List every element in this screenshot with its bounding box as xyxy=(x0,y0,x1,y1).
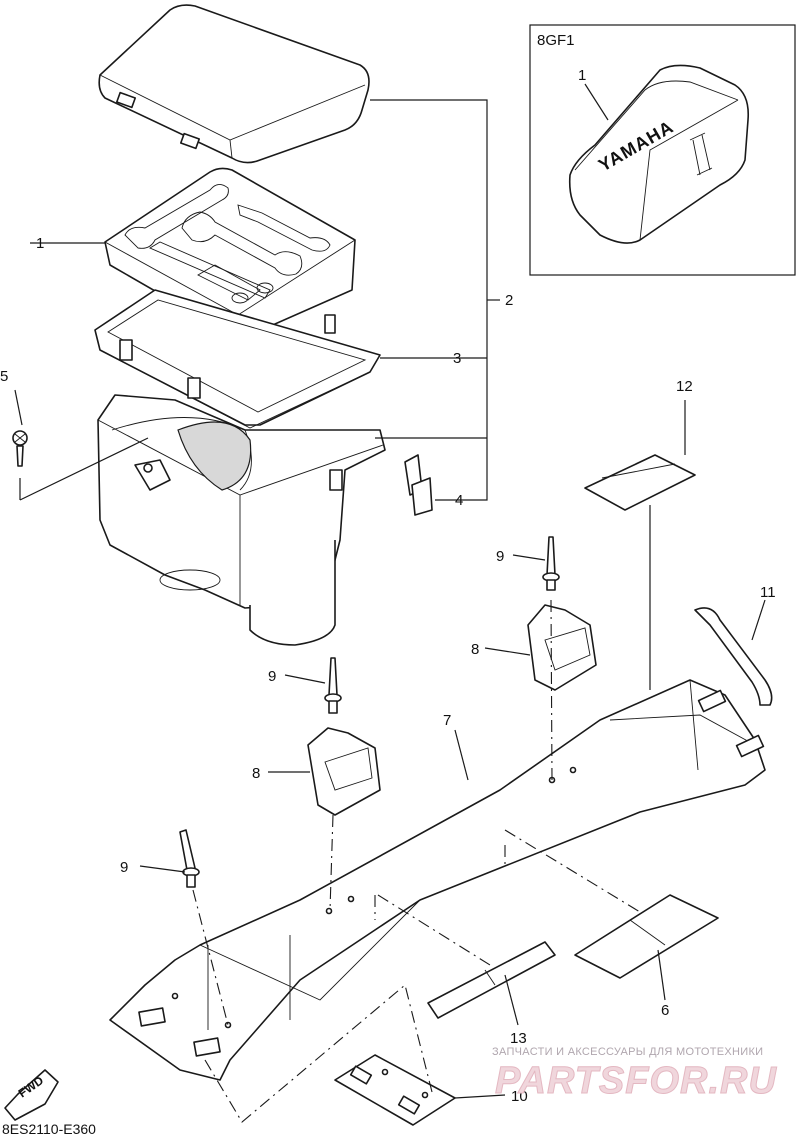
rear-plate xyxy=(109,679,766,1081)
callout-8a: 8 xyxy=(471,641,479,658)
callout-10: 10 xyxy=(511,1088,528,1105)
label-12-sticker xyxy=(584,454,696,511)
callout-9b: 9 xyxy=(268,668,276,685)
clip-part xyxy=(404,454,433,516)
callout-3: 3 xyxy=(453,350,461,367)
callout-7: 7 xyxy=(443,712,451,729)
inset-callout-1: 1 xyxy=(578,67,586,84)
callout-5: 5 xyxy=(0,368,8,385)
label-6-sticker xyxy=(574,894,719,979)
strap-11 xyxy=(694,607,773,706)
callout-13: 13 xyxy=(510,1030,527,1047)
label-13-sticker xyxy=(427,941,556,1019)
inset-title: 8GF1 xyxy=(537,32,575,49)
callout-8b: 8 xyxy=(252,765,260,782)
watermark-site: PARTSFOR.RU xyxy=(495,1060,777,1102)
yamaha-cover-icon: YAMAHA xyxy=(568,64,750,244)
callout-12: 12 xyxy=(676,378,693,395)
plate-10 xyxy=(334,1054,456,1126)
inset-panel: 8GF1 1 YAMAHA xyxy=(529,24,796,276)
callout-9c: 9 xyxy=(120,859,128,876)
callout-4: 4 xyxy=(455,492,463,509)
forward-direction-icon: FWD xyxy=(4,1069,59,1121)
tray-frame xyxy=(94,289,381,429)
clamp-8-upper xyxy=(527,604,597,691)
toolbox-lid xyxy=(98,4,370,164)
rivet-9-middle xyxy=(324,657,342,714)
callout-2: 2 xyxy=(505,292,513,309)
toolbox-body xyxy=(97,394,386,646)
watermark-tagline: ЗАПЧАСТИ И АКСЕССУАРЫ ДЛЯ МОТОТЕХНИКИ xyxy=(492,1046,763,1058)
site-watermark: ЗАПЧАСТИ И АКСЕССУАРЫ ДЛЯ МОТОТЕХНИКИ PA… xyxy=(492,1046,777,1103)
callout-11: 11 xyxy=(760,584,776,601)
rivet-9-upper xyxy=(542,536,560,591)
callout-9a: 9 xyxy=(496,548,504,565)
rivet-9-lower xyxy=(179,829,200,888)
callout-1: 1 xyxy=(36,235,44,252)
diagram-code: 8ES2110-E360 xyxy=(2,1121,96,1137)
callout-6: 6 xyxy=(661,1002,669,1019)
screw-part xyxy=(12,430,28,467)
clamp-8-lower xyxy=(307,727,381,816)
